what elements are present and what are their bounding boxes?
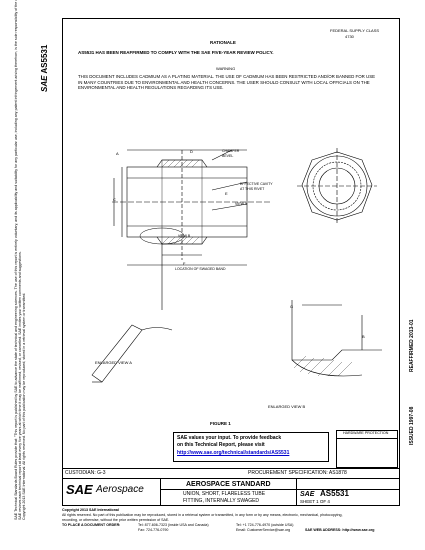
label-enlarged-view-b: ENLARGED VIEW B [268, 404, 306, 409]
footer-email: Email: CustomerService@sae.org [236, 528, 291, 532]
label-bevel: BEVEL [222, 154, 234, 158]
procurement-spec: PROCUREMENT SPECIFICATION: AS1878 [248, 470, 347, 476]
reaffirmed-date: REAFFIRMED 2013-01 [409, 319, 415, 372]
title-block-divider-right [296, 478, 297, 506]
enlarged-view-a [91, 324, 173, 383]
label-dim-b: B [362, 334, 365, 339]
label-dim-f: F [183, 261, 186, 266]
label-enlarged-view-a: ENLARGED VIEW A [95, 360, 132, 365]
fitting-section-view [112, 149, 272, 310]
footer-line-2: recording, or otherwise, without the pri… [62, 518, 170, 522]
description-line-2: FITTING, INTERNALLY SWAGED [183, 498, 260, 504]
label-effective-cavity-2: AT THIS RIVET [240, 187, 265, 191]
title-block-line-3 [160, 489, 400, 490]
document-number: AS5531 [320, 489, 349, 498]
federal-supply-class: FEDERAL SUPPLY CLASS [330, 28, 380, 33]
label-dim-c: C [113, 197, 116, 202]
footer-orders: TO PLACE A DOCUMENT ORDER: [62, 523, 121, 527]
footer-line-1: All rights reserved. No part of this pub… [62, 513, 343, 517]
label-dim-g: G [290, 304, 294, 309]
enlarged-view-b [291, 300, 382, 377]
label-effective-cavity-1: EFFECTIVE CAVITY [240, 182, 273, 186]
footer-tel-2: Tel: +1 724-776-4970 (outside USA) [236, 523, 294, 527]
hardware-protection-label: HARDWARE PROTECTION [343, 431, 389, 435]
page-frame [62, 18, 400, 506]
sae-logo: SAE [66, 482, 93, 497]
label-chamfer: CHAMFER [222, 149, 240, 153]
legal-line-3: Copyright 2013 SAE International. All ri… [22, 292, 27, 520]
title-block-sae-mark: SAE [300, 491, 315, 498]
rationale-text: AS5531 HAS BEEN REAFFIRMED TO COMPLY WIT… [78, 50, 274, 55]
fsc-code: 4730 [345, 34, 354, 39]
label-dim-a: A [116, 151, 119, 156]
label-location-swaged-band: LOCATION OF SWAGED BAND [175, 267, 226, 271]
label-dim-d: D [190, 149, 193, 154]
custodian: CUSTODIAN: G-3 [65, 470, 106, 476]
footer-tel-1: Tel: 877-606-7323 (inside USA and Canada… [138, 523, 209, 527]
title-block-divider-left [160, 478, 161, 506]
title-block-line-2 [62, 478, 400, 479]
sidebar-legal-text: SAE Technical Standards Board Rules prov… [14, 0, 27, 520]
footer-web[interactable]: SAE WEB ADDRESS: http://www.sae.org [305, 528, 375, 532]
description-line-1: UNION, SHORT, FLARELESS TUBE [183, 491, 266, 497]
sae-aerospace-logo-text: Aerospace [96, 484, 144, 495]
hardware-protection-box [336, 430, 398, 468]
warning-text: THIS DOCUMENT INCLUDES CADMIUM AS A PLAT… [78, 74, 376, 90]
sheet-number: SHEET 1 OF 4 [300, 499, 330, 504]
footer-copyright: Copyright 2013 SAE International [62, 508, 119, 512]
label-dim-e: E [225, 191, 228, 196]
issued-date: ISSUED 1997-08 [409, 406, 415, 445]
figure-caption: FIGURE 1 [210, 421, 231, 426]
sidebar-doc-id: SAE AS5531 [40, 45, 49, 92]
title-block-top-line [62, 468, 400, 469]
label-view-b: VIEW B [178, 234, 191, 238]
sidebar-doc-number: AS5531 [40, 44, 49, 74]
feedback-link[interactable]: http://www.sae.org/technical/standards/A… [177, 450, 290, 456]
aerospace-standard: AEROSPACE STANDARD [186, 481, 271, 488]
footer-fax: Fax: 724-776-0790 [138, 528, 169, 532]
hardware-protection-divider [336, 438, 398, 439]
feedback-line-1: SAE values your input. To provide feedba… [177, 435, 282, 441]
technical-drawing [91, 148, 382, 383]
feedback-box [173, 432, 329, 462]
warning-title: WARNING [216, 66, 236, 71]
label-view-a: VIEW A [235, 202, 248, 206]
sidebar-sae-logo: SAE [40, 75, 49, 92]
fitting-end-view [297, 148, 377, 224]
rationale-title: RATIONALE [210, 40, 236, 45]
feedback-line-2: on this Technical Report, please visit [177, 442, 265, 448]
